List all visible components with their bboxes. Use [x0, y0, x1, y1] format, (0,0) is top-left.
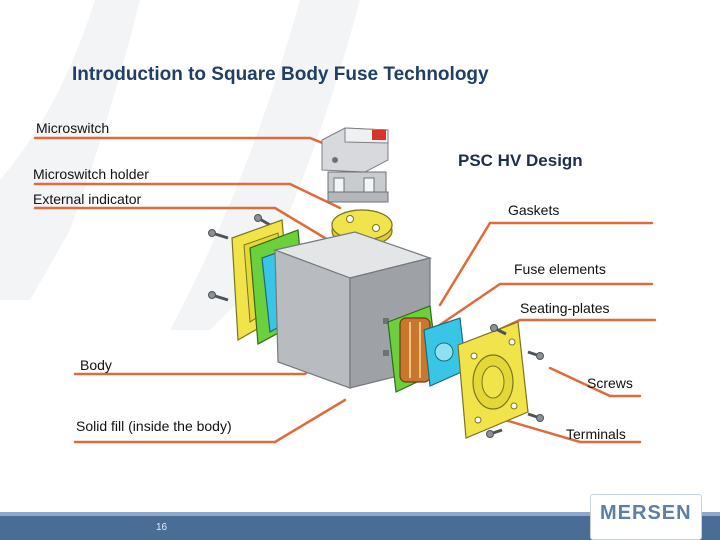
leader-solid-fill [73, 398, 347, 444]
left-screws [208, 214, 271, 302]
leader-gaskets [438, 221, 654, 307]
label-screws: Screws [587, 375, 633, 391]
slide-title: Introduction to Square Body Fuse Technol… [72, 64, 489, 85]
label-external-indicator: External indicator [33, 191, 142, 207]
right-terminal [457, 321, 529, 439]
leader-external-indicator [33, 206, 347, 252]
microswitch-holder-part [327, 171, 389, 203]
microswitch-part [321, 127, 389, 173]
leader-microswitch-holder [33, 182, 342, 210]
label-terminals: Terminals [566, 426, 626, 442]
leader-fuse-elements [423, 282, 654, 337]
footer-accent [0, 512, 720, 516]
label-microswitch: Microswitch [36, 120, 110, 136]
leader-terminals [503, 418, 642, 444]
label-microswitch-holder: Microswitch holder [33, 166, 149, 182]
right-screws [486, 324, 544, 438]
label-psc-hv-design: PSC HV Design [458, 151, 583, 170]
label-gaskets: Gaskets [508, 202, 560, 218]
page-number: 16 [156, 522, 168, 533]
label-body: Body [80, 357, 112, 373]
label-fuse-elements: Fuse elements [514, 261, 606, 277]
leader-microswitch [33, 136, 342, 152]
leader-screws [548, 366, 642, 398]
label-seating-plates: Seating-plates [520, 300, 610, 316]
label-solid-fill: Solid fill (inside the body) [76, 418, 232, 434]
mersen-logo: MERSEN [600, 502, 692, 524]
